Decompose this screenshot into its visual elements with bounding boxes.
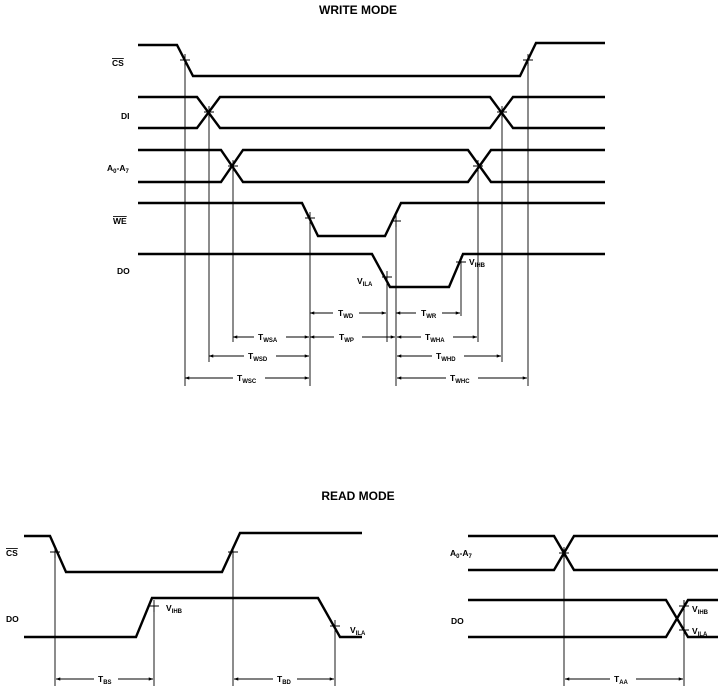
taa-label: TAA <box>614 674 629 686</box>
read-address-bus-upper <box>468 534 718 572</box>
level-label-vila: VILA <box>357 276 373 288</box>
read-signal-label-do-right: DO <box>451 616 464 626</box>
read-right-tick-marks <box>559 547 689 636</box>
read-signal-label-cs: CS <box>6 548 18 558</box>
read-level-vila-left: VILA <box>350 625 366 637</box>
signal-label-di: DI <box>121 111 130 121</box>
twsc-label: TWSC <box>237 373 257 385</box>
twr-label: TWR <box>421 308 437 320</box>
twsa-label: TWSA <box>258 332 278 344</box>
address-bus-lower <box>138 148 605 184</box>
read-signal-label-address: A0-A7 <box>450 548 472 560</box>
write-timing-arrows <box>184 311 528 380</box>
twhd-label: TWHD <box>436 351 456 363</box>
read-right-reference-lines <box>563 553 685 686</box>
twhc-label: TWHC <box>450 373 470 385</box>
twha-label: TWHA <box>425 332 445 344</box>
signal-label-cs: CS <box>112 58 124 68</box>
tbs-label: TBS <box>98 674 112 686</box>
read-signal-label-do: DO <box>6 614 19 624</box>
signal-label-address: A0-A7 <box>107 163 129 175</box>
we-waveform <box>138 201 605 238</box>
read-left-reference-lines <box>54 552 336 686</box>
di-bus-lower <box>138 95 605 130</box>
read-level-vihb-left: VIHB <box>166 603 183 615</box>
read-do-bus-lower <box>468 598 718 639</box>
twsd-label: TWSD <box>248 351 268 363</box>
read-level-vihb-right: VIHB <box>692 604 709 616</box>
twp-label: TWP <box>339 332 354 344</box>
tbd-label: TBD <box>277 674 292 686</box>
read-level-vila-right: VILA <box>692 626 708 638</box>
level-label-vihb: VIHB <box>469 257 486 269</box>
signal-label-we: WE <box>113 216 127 226</box>
write-reference-lines <box>184 60 529 386</box>
cs-waveform <box>138 41 605 78</box>
write-timing-labels: TWD TWR TWSA TWP TWHA TWSD TWHD TWSC TWH… <box>233 306 478 385</box>
do-waveform <box>138 252 605 289</box>
read-address-bus-lower <box>468 534 718 572</box>
twd-label: TWD <box>338 308 354 320</box>
address-bus-upper <box>138 148 605 184</box>
read-cs-waveform <box>24 531 362 574</box>
write-mode-title: WRITE MODE <box>319 3 397 17</box>
read-mode-title: READ MODE <box>321 489 394 503</box>
read-do-waveform-left <box>24 596 362 639</box>
signal-label-do: DO <box>117 266 130 276</box>
read-left-tick-marks <box>50 546 340 632</box>
